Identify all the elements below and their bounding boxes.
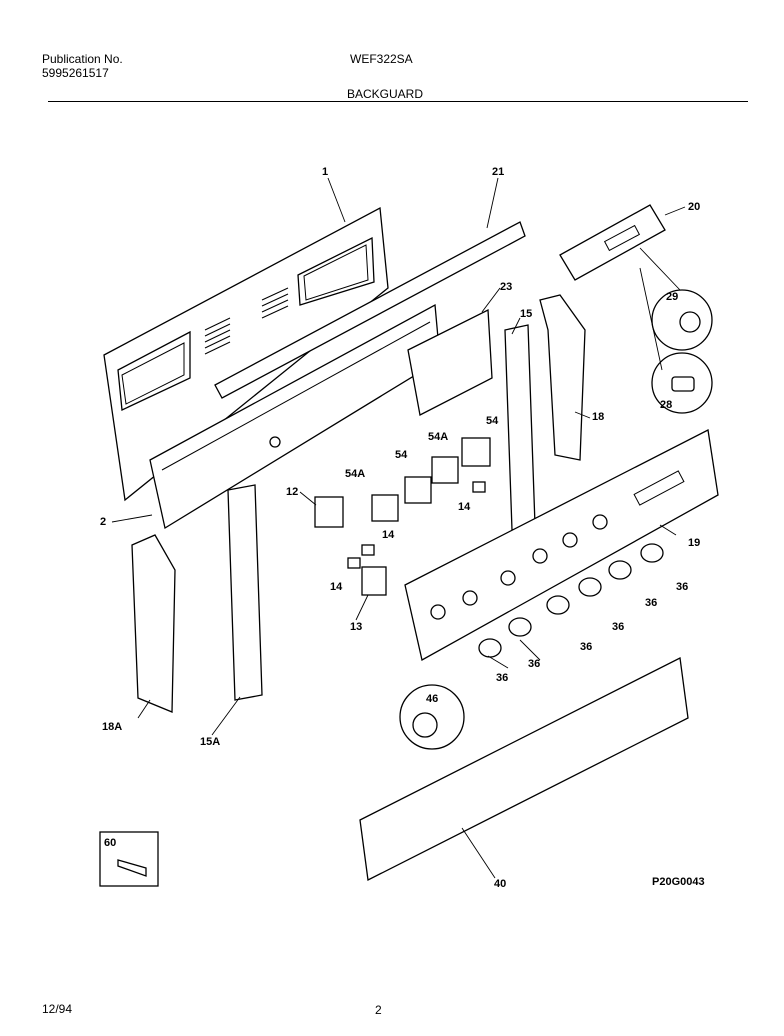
callout-14-a: 14 [458, 501, 471, 513]
callout-14-c: 14 [330, 581, 343, 593]
footer-page-number: 2 [375, 1003, 382, 1017]
footer-date: 12/94 [42, 1002, 73, 1016]
drawing-code: P20G0043 [652, 876, 705, 888]
publication-number: 5995261517 [42, 66, 109, 80]
callout-36-c: 36 [612, 621, 624, 633]
publication-label: Publication No. [42, 52, 123, 66]
screw-detail-box [99, 831, 159, 887]
left-end-cap [131, 534, 176, 713]
right-side-bracket [504, 324, 536, 531]
callout-14-b: 14 [382, 529, 395, 541]
right-end-cap [539, 294, 586, 461]
callout-46: 46 [426, 693, 438, 705]
callout-15: 15 [520, 308, 532, 320]
callout-36-a: 36 [676, 581, 688, 593]
callout-36-b: 36 [645, 597, 657, 609]
rear-panel [103, 206, 389, 502]
control-panel [404, 429, 719, 661]
callout-28: 28 [660, 399, 672, 411]
header-rule [48, 101, 748, 102]
callout-18: 18 [592, 411, 604, 423]
callout-12: 12 [286, 486, 298, 498]
callout-36-d: 36 [580, 641, 592, 653]
callout-29: 29 [666, 291, 678, 303]
callout-labels: 1 21 20 23 15 29 28 18 54 54A 54 54A 14 … [100, 166, 700, 890]
section-title: BACKGUARD [347, 87, 424, 101]
terminal-block-13 [361, 566, 387, 596]
connector-14c [347, 557, 361, 569]
callout-54-mid: 54 [395, 449, 408, 461]
control-knobs [478, 543, 664, 658]
clock-timer [559, 204, 666, 281]
callout-19: 19 [688, 537, 700, 549]
callout-60: 60 [104, 837, 116, 849]
callout-54-top: 54 [486, 415, 499, 427]
infinite-switch-12 [314, 496, 344, 528]
top-strip [214, 221, 526, 399]
callout-54a-top: 54A [428, 431, 448, 443]
callout-36-f: 36 [496, 672, 508, 684]
bracket-23 [407, 308, 493, 416]
callout-21: 21 [492, 166, 504, 178]
connector-14b [361, 544, 375, 556]
callout-13: 13 [350, 621, 362, 633]
model-number: WEF322SA [350, 52, 413, 66]
callout-15a: 15A [200, 736, 220, 748]
switch-54-top [461, 437, 491, 467]
left-side-bracket [227, 484, 263, 701]
leader-lines [111, 177, 686, 879]
switch-54-mid [404, 476, 432, 504]
switch-54a-mid [371, 494, 399, 522]
callout-36-e: 36 [528, 658, 540, 670]
callout-54a-mid: 54A [345, 468, 365, 480]
callout-2: 2 [100, 516, 106, 528]
callout-40: 40 [494, 878, 506, 890]
callout-20: 20 [688, 201, 700, 213]
lower-trim [359, 657, 689, 881]
callout-23: 23 [500, 281, 512, 293]
callout-1: 1 [322, 166, 328, 178]
switch-54a-top [431, 456, 459, 484]
connector-14a [472, 481, 486, 493]
callout-18a: 18A [102, 721, 122, 733]
